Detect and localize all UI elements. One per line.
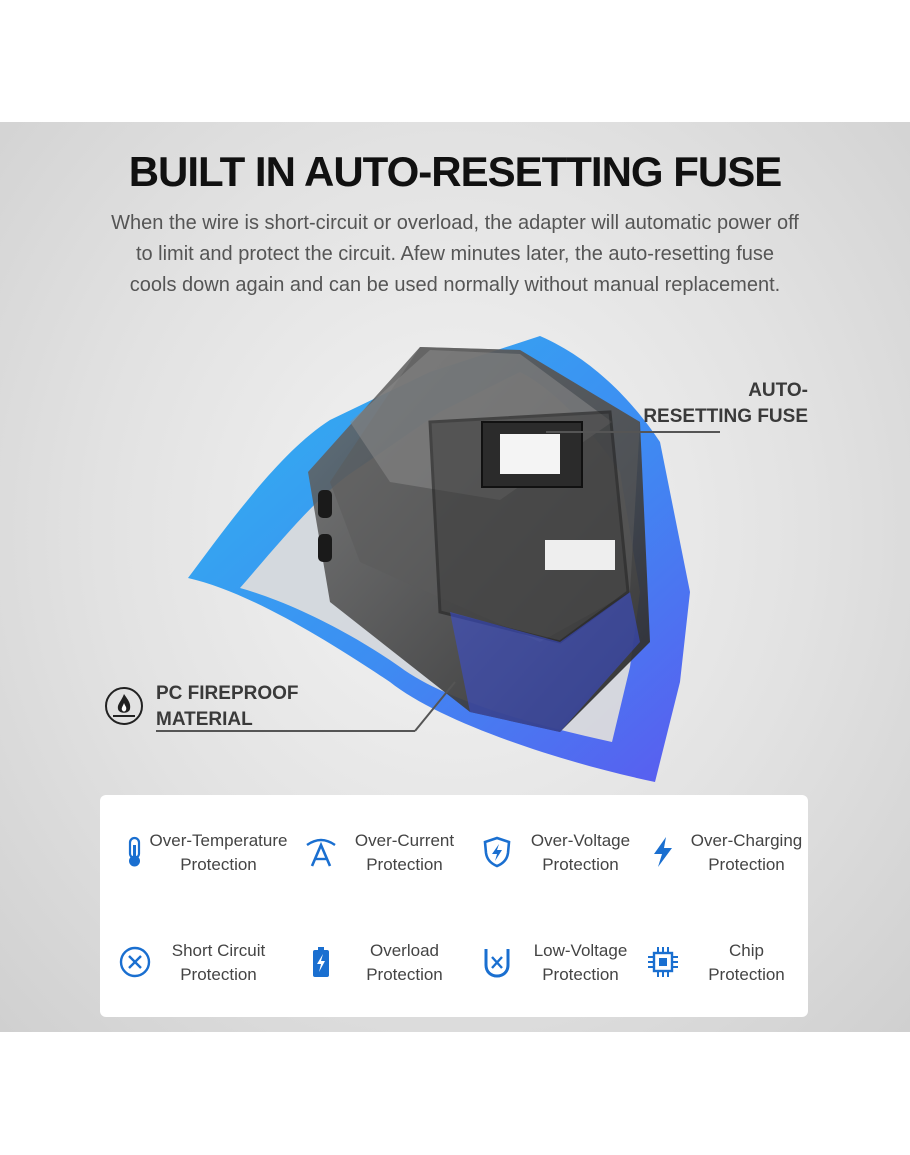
lightning-icon xyxy=(654,837,672,867)
fuse-callout: AUTO- RESETTING FUSE xyxy=(643,378,808,430)
fuse-callout-line1: AUTO- xyxy=(748,380,808,401)
feature-label-line2: Protection xyxy=(542,965,619,984)
fire-callout: PC FIREPROOF MATERIAL xyxy=(156,681,299,733)
thermometer-icon xyxy=(128,836,141,867)
description-text: When the wire is short-circuit or overlo… xyxy=(111,212,799,296)
feature-label-line1: Low-Voltage xyxy=(533,941,628,960)
feature-label-line1: Over-Voltage xyxy=(530,831,631,850)
feature-label-line2: Protection xyxy=(180,855,257,874)
feature-label-line1: Short Circuit xyxy=(171,941,266,960)
feature-label-line1: Over-Temperature xyxy=(149,831,288,850)
feature-label-line2: Protection xyxy=(708,965,785,984)
fire-callout-line1: PC FIREPROOF xyxy=(156,683,299,704)
product-illustration xyxy=(156,336,720,782)
page-title: BUILT IN AUTO-RESETTING FUSE xyxy=(128,148,783,195)
fire-callout-line2: MATERIAL xyxy=(156,709,253,730)
chip-icon xyxy=(648,947,678,977)
flame-shield-icon xyxy=(105,687,143,725)
arch-a-icon xyxy=(306,838,336,867)
feature-label-line1: Over-Current xyxy=(354,831,455,850)
fuse-callout-line2: RESETTING FUSE xyxy=(643,406,808,427)
feature-label-line1: Overload xyxy=(370,941,439,960)
magnet-x-icon xyxy=(484,949,510,978)
hero-banner: BUILT IN AUTO-RESETTING FUSE When the wi… xyxy=(0,122,910,1032)
feature-label-line1: Chip xyxy=(729,941,764,960)
feature-label-line2: Protection xyxy=(542,855,619,874)
battery-bolt-icon xyxy=(313,947,329,977)
circle-x-icon xyxy=(119,946,151,978)
feature-label-line2: Protection xyxy=(366,855,443,874)
feature-label-line2: Protection xyxy=(366,965,443,984)
shield-bolt-icon xyxy=(483,836,511,868)
feature-label-line2: Protection xyxy=(708,855,785,874)
feature-label-line2: Protection xyxy=(180,965,257,984)
feature-label-line1: Over-Charging xyxy=(690,831,803,850)
